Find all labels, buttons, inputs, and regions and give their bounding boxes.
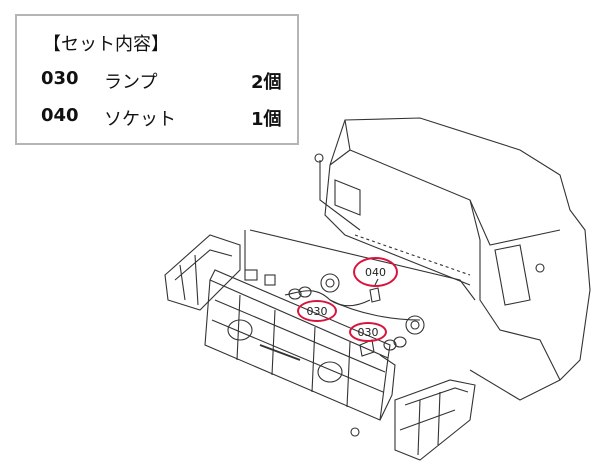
set-contents-title: 【セット内容】 bbox=[43, 34, 169, 55]
item-code: 030 bbox=[41, 68, 79, 89]
callout-030-left: 030 bbox=[297, 300, 337, 322]
cabin-outline bbox=[244, 117, 591, 401]
item-name: ランプ bbox=[104, 72, 158, 93]
item-qty: 1個 bbox=[251, 109, 282, 130]
item-row-030: 030 ランプ 2個 bbox=[41, 68, 291, 93]
right-side-lamp bbox=[350, 379, 476, 461]
front-lamp-assembly bbox=[204, 269, 396, 421]
callout-030-right: 030 bbox=[349, 322, 387, 342]
left-side-lamp bbox=[164, 234, 241, 311]
item-row-040: 040 ソケット 1個 bbox=[41, 105, 291, 130]
socket-harness bbox=[284, 273, 425, 351]
set-contents-box: 【セット内容】 030 ランプ 2個 040 ソケット 1個 bbox=[15, 14, 299, 145]
item-name: ソケット bbox=[104, 109, 176, 130]
item-qty: 2個 bbox=[251, 72, 282, 93]
item-code: 040 bbox=[41, 105, 79, 126]
callout-040: 040 bbox=[353, 257, 398, 287]
